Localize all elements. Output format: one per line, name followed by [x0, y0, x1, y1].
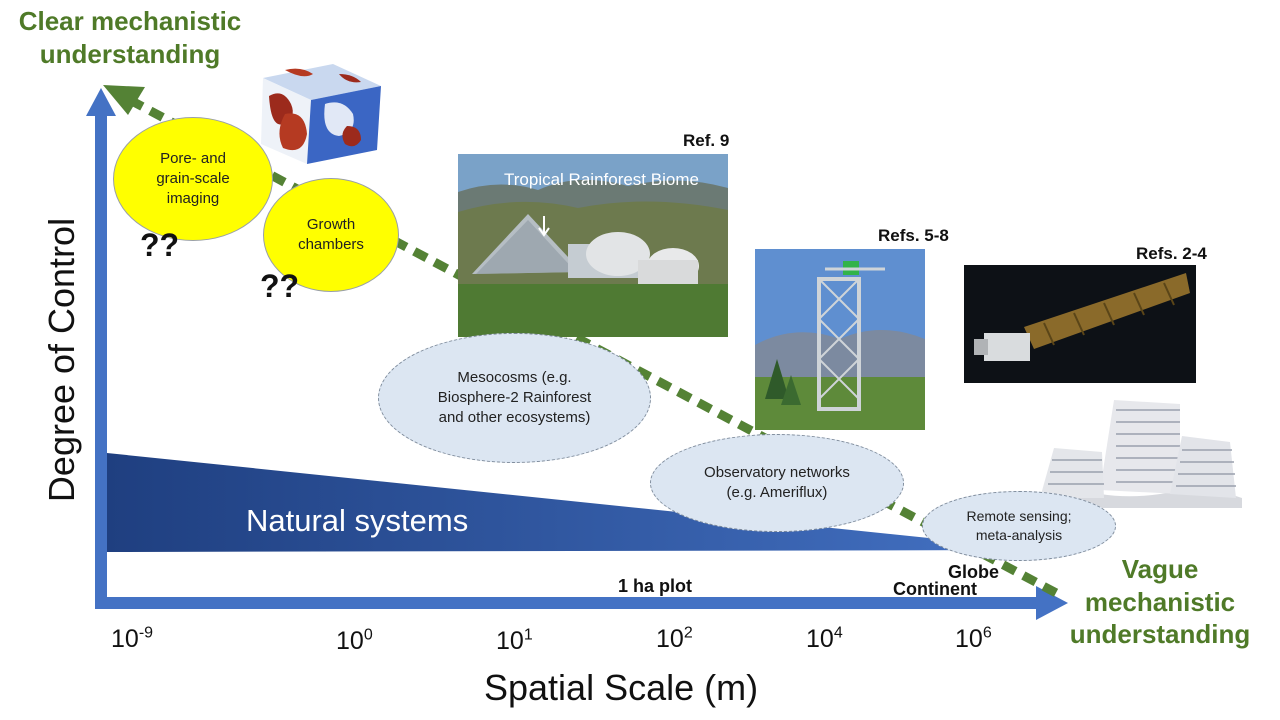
satellite-photo — [964, 265, 1196, 383]
growth-chambers-ellipse: Growth chambers — [263, 178, 399, 292]
x-tick-label: 100 — [336, 626, 373, 655]
biosphere-caption: Tropical Rainforest Biome — [504, 170, 699, 189]
x-axis-shaft — [95, 597, 1040, 609]
mesocosms-ellipse: Mesocosms (e.g. Biosphere-2 Rainforest a… — [378, 333, 651, 463]
ha-plot-label: 1 ha plot — [618, 576, 693, 596]
y-axis-shaft — [95, 112, 107, 609]
reference-label: Refs. 5-8 — [878, 226, 949, 245]
x-tick-label: 101 — [496, 626, 533, 655]
ellipse-line: meta-analysis — [975, 527, 1063, 543]
ellipse-line: Biosphere-2 Rainforest — [437, 388, 592, 406]
question-marks: ?? — [260, 268, 300, 304]
ellipse-line: Remote sensing; — [966, 508, 1072, 525]
x-axis-label: Spatial Scale (m) — [484, 667, 759, 708]
ellipse-line: Growth — [306, 215, 356, 233]
ellipse-line: Mesocosms (e.g. — [457, 368, 572, 386]
ellipse-line: and other ecosystems) — [438, 409, 591, 427]
y-axis-label: Degree of Control — [41, 217, 82, 503]
x-axis-arrowhead — [1036, 586, 1068, 620]
observatory-networks-ellipse: Observatory networks (e.g. Ameriflux) — [650, 434, 904, 532]
ellipse-line: (e.g. Ameriflux) — [726, 484, 828, 501]
x-tick-label: 106 — [955, 624, 992, 653]
reference-label: Ref. 9 — [683, 131, 730, 150]
continent-label: Continent — [893, 579, 977, 599]
reference-label: Refs. 2-4 — [1136, 244, 1207, 263]
question-marks: ?? — [140, 227, 180, 263]
trend-arrowhead — [103, 85, 145, 115]
ellipse-line: Observatory networks — [704, 463, 850, 481]
x-tick-label: 10-9 — [111, 624, 154, 653]
paper-stack-image — [1030, 390, 1242, 508]
globe-label: Globe — [948, 562, 1000, 582]
vague-understanding-title: Vague mechanistic understanding — [1069, 554, 1251, 649]
biosphere-2-photo: Tropical Rainforest Biome — [458, 154, 728, 337]
pore-grain-imaging-ellipse: Pore- and grain-scale imaging — [113, 117, 273, 241]
soil-pore-cube-image — [255, 56, 385, 168]
ellipse-line: grain-scale — [156, 169, 230, 187]
trend-dashed-line — [127, 96, 1063, 599]
x-tick-label: 102 — [656, 624, 693, 653]
ellipse-line: Pore- and — [160, 149, 226, 167]
x-tick-label: 104 — [806, 624, 843, 653]
clear-understanding-title: Clear mechanistic understanding — [18, 6, 242, 69]
flux-tower-illustration — [755, 249, 925, 430]
ellipse-line: chambers — [298, 236, 364, 253]
remote-sensing-ellipse: Remote sensing; meta-analysis — [922, 491, 1116, 561]
natural-systems-label: Natural systems — [246, 503, 469, 538]
y-axis-arrowhead — [86, 88, 116, 116]
ellipse-line: imaging — [166, 190, 220, 208]
